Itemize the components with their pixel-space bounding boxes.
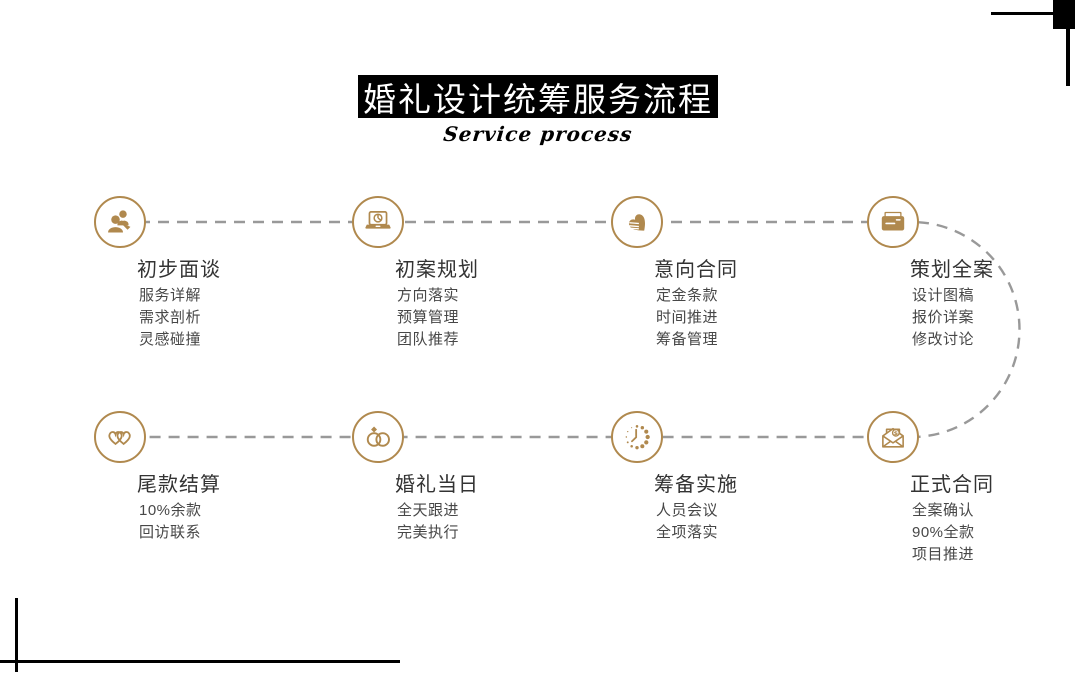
step-item: 定金条款 xyxy=(656,287,719,304)
handshake-heart-icon xyxy=(628,214,645,231)
step-item: 需求剖析 xyxy=(139,309,202,326)
step-title: 策划全案 xyxy=(910,259,994,281)
step-item-list: 服务详解 需求剖析 灵感碰撞 xyxy=(139,285,201,351)
step-item: 时间推进 xyxy=(656,309,719,326)
top-right-horizontal-line xyxy=(991,12,1053,15)
step-intent-contract: 意向合同 定金条款 时间推进 筹备管理 xyxy=(611,196,801,376)
step-item: 筹备管理 xyxy=(656,331,719,348)
bottom-left-horizontal-line xyxy=(0,660,400,663)
step-initial-meeting: 初步面谈 服务详解 需求剖析 灵感碰撞 xyxy=(94,196,284,376)
step-item: 全项落实 xyxy=(656,524,719,541)
step-formal-contract: $ 正式合同 全案确认 90%全款 项目推进 xyxy=(867,411,1057,591)
step-preparation-implementation: 筹备实施 人员会议 全项落实 xyxy=(611,411,801,591)
step-icon-circle xyxy=(867,196,919,248)
step-item: 回访联系 xyxy=(139,524,202,541)
step-item-list: 10%余款 回访联系 xyxy=(139,500,202,544)
step-item: 方向落实 xyxy=(397,287,460,304)
svg-text:$: $ xyxy=(894,429,899,437)
top-right-vertical-line xyxy=(1066,29,1070,86)
clock-dots-icon xyxy=(625,425,650,450)
step-icon-circle xyxy=(94,411,146,463)
step-item-list: 设计图稿 报价详案 修改讨论 xyxy=(912,285,974,351)
step-title: 尾款结算 xyxy=(137,474,221,496)
title-banner: 婚礼设计统筹服务流程 xyxy=(358,75,718,119)
laptop-chart-icon xyxy=(365,211,391,229)
step-item: 完美执行 xyxy=(397,524,460,541)
envelope-money-icon: $ xyxy=(882,427,904,448)
top-right-square-decoration xyxy=(1053,0,1075,29)
step-icon-circle xyxy=(611,196,663,248)
step-full-planning: 策划全案 设计图稿 报价详案 修改讨论 xyxy=(867,196,1057,376)
folder-card-icon xyxy=(881,211,905,231)
step-item: 团队推荐 xyxy=(397,331,460,348)
step-item: 服务详解 xyxy=(139,287,202,304)
step-item-list: 方向落实 预算管理 团队推荐 xyxy=(397,285,459,351)
bottom-left-vertical-line xyxy=(15,598,18,672)
step-item: 人员会议 xyxy=(656,502,719,519)
step-initial-plan: 初案规划 方向落实 预算管理 团队推荐 xyxy=(352,196,542,376)
step-title: 初案规划 xyxy=(395,259,479,281)
step-title: 婚礼当日 xyxy=(395,474,479,496)
step-item: 全天跟进 xyxy=(397,502,460,519)
step-icon-circle xyxy=(94,196,146,248)
step-wedding-day: 婚礼当日 全天跟进 完美执行 xyxy=(352,411,542,591)
step-item: 修改讨论 xyxy=(912,331,975,348)
double-hearts-icon xyxy=(108,431,131,446)
step-item: 灵感碰撞 xyxy=(139,331,202,348)
step-title: 正式合同 xyxy=(910,474,994,496)
page-title: 婚礼设计统筹服务流程 xyxy=(363,79,713,119)
step-item-list: 全案确认 90%全款 项目推进 xyxy=(912,500,975,566)
step-item: 全案确认 xyxy=(912,502,975,519)
step-item: 90%全款 xyxy=(912,524,975,541)
step-icon-circle xyxy=(611,411,663,463)
step-item: 设计图稿 xyxy=(912,287,975,304)
step-title: 筹备实施 xyxy=(654,474,738,496)
step-item-list: 人员会议 全项落实 xyxy=(656,500,718,544)
wedding-rings-icon xyxy=(366,426,390,447)
step-icon-circle xyxy=(352,411,404,463)
step-icon-circle xyxy=(352,196,404,248)
step-item: 10%余款 xyxy=(139,502,202,519)
step-item: 预算管理 xyxy=(397,309,460,326)
consult-people-icon xyxy=(108,210,131,233)
step-final-payment: 尾款结算 10%余款 回访联系 xyxy=(94,411,284,591)
step-item: 报价详案 xyxy=(912,309,975,326)
step-item: 项目推进 xyxy=(912,546,975,563)
step-item-list: 定金条款 时间推进 筹备管理 xyxy=(656,285,718,351)
step-title: 意向合同 xyxy=(654,259,738,281)
step-title: 初步面谈 xyxy=(137,259,221,281)
step-item-list: 全天跟进 完美执行 xyxy=(397,500,459,544)
step-icon-circle: $ xyxy=(867,411,919,463)
